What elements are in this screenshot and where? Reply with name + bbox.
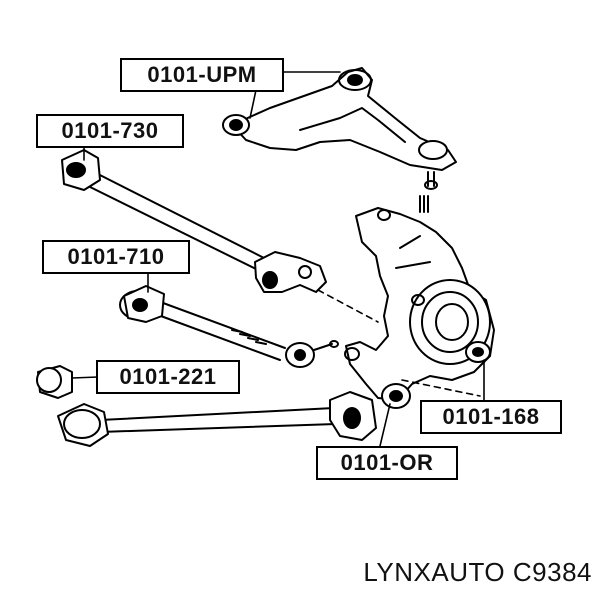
label-0101-221: 0101-221 <box>96 360 240 394</box>
brand-name: LYNXAUTO <box>363 557 506 587</box>
lower-arm <box>57 391 377 447</box>
label-0101-710: 0101-710 <box>42 240 190 274</box>
part-number: C9384 <box>512 557 592 587</box>
label-0101-or: 0101-OR <box>316 446 458 480</box>
rod-730 <box>61 149 327 293</box>
brand-caption: LYNXAUTO C9384 <box>363 557 592 588</box>
upper-control-arm <box>222 67 457 213</box>
rod-710 <box>119 285 339 368</box>
label-0101-168: 0101-168 <box>420 400 562 434</box>
label-0101-730: 0101-730 <box>36 114 184 148</box>
knuckle-hub <box>344 207 495 409</box>
label-0101-upm: 0101-UPM <box>120 58 284 92</box>
bushing-221 <box>36 365 73 399</box>
mount-lines <box>317 289 481 397</box>
